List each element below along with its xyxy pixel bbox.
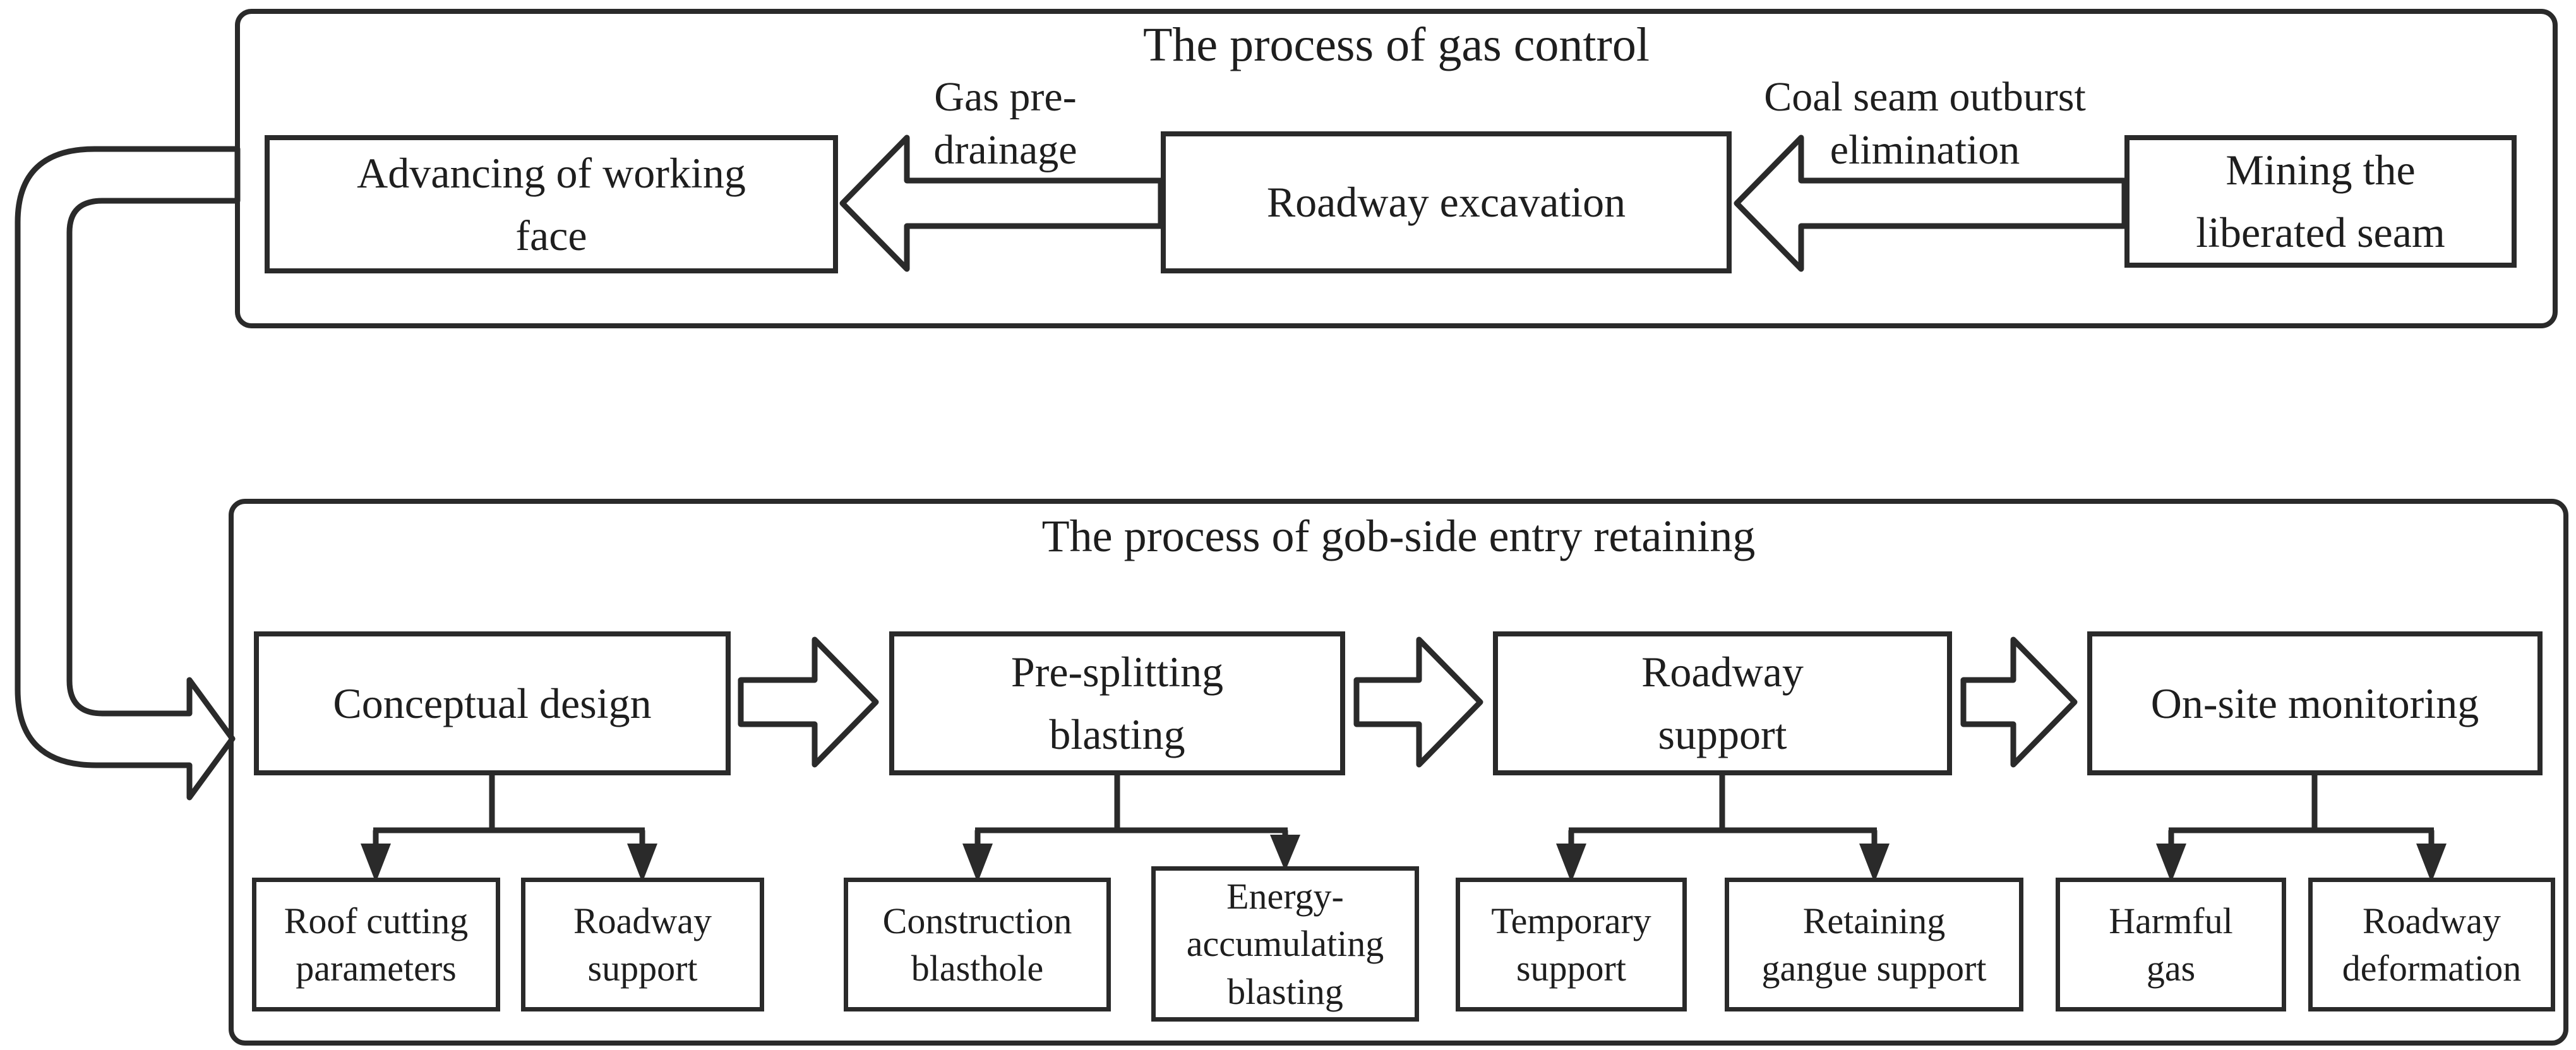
box-onsite-monitoring: On-site monitoring	[2087, 631, 2543, 775]
box-onsite-monitoring-label: On-site monitoring	[2150, 679, 2479, 727]
branch-arrowhead-deformation	[2416, 844, 2447, 883]
branch-lines-roadway-support	[1568, 775, 1878, 847]
box-retaining-gangue-support: Retaining gangue support	[1725, 878, 2023, 1011]
branch-arrowhead-retaining	[1859, 844, 1890, 883]
box-advancing-working-face-label: Advancing of working face	[357, 148, 746, 260]
branch-arrowhead-roof-cutting	[361, 844, 391, 883]
box-energy-accumulating-blasting-label: Energy- accumulating blasting	[1186, 875, 1384, 1012]
box-roadway-support-step-label: Roadway support	[1641, 648, 1804, 758]
branch-lines-presplitting	[974, 775, 1288, 847]
box-presplitting-blasting: Pre-splitting blasting	[889, 631, 1345, 775]
branch-arrowhead-construction	[962, 844, 993, 883]
box-roadway-deformation: Roadway deformation	[2308, 878, 2555, 1011]
box-roof-cutting-parameters: Roof cutting parameters	[252, 878, 500, 1011]
box-conceptual-design: Conceptual design	[254, 631, 731, 775]
branch-arrowhead-temporary	[1556, 844, 1586, 883]
gob-side-section	[229, 499, 2568, 1046]
box-construction-blasthole: Construction blasthole	[844, 878, 1111, 1011]
right-arrow-step2-step3	[1353, 636, 1483, 768]
branch-lines-monitoring	[2168, 775, 2435, 847]
box-roadway-deformation-label: Roadway deformation	[2342, 900, 2522, 989]
label-coal-seam-outburst: Coal seam outburst elimination	[1764, 74, 2086, 174]
box-roadway-support-detail: Roadway support	[521, 878, 764, 1011]
box-roof-cutting-parameters-label: Roof cutting parameters	[284, 900, 469, 989]
box-roadway-excavation-label: Roadway excavation	[1266, 178, 1626, 227]
box-conceptual-design-label: Conceptual design	[333, 679, 652, 727]
branch-lines-conceptual	[373, 775, 645, 847]
right-arrow-step1-step2	[738, 636, 879, 768]
branch-arrowhead-energy	[1270, 835, 1300, 871]
gob-side-title: The process of gob-side entry retaining	[1041, 511, 1756, 561]
gas-control-section	[235, 9, 2558, 328]
box-harmful-gas-label: Harmful gas	[2109, 900, 2233, 989]
box-advancing-working-face: Advancing of working face	[265, 135, 838, 273]
box-temporary-support-label: Temporary support	[1491, 900, 1651, 989]
box-construction-blasthole-label: Construction blasthole	[882, 900, 1072, 989]
box-mining-liberated-seam-label: Mining the liberated seam	[2196, 146, 2445, 256]
box-roadway-support-step: Roadway support	[1493, 631, 1952, 775]
box-energy-accumulating-blasting: Energy- accumulating blasting	[1151, 866, 1419, 1022]
branch-arrowhead-harmful-gas	[2156, 844, 2186, 883]
box-presplitting-blasting-label: Pre-splitting blasting	[1010, 648, 1224, 758]
right-arrow-step3-step4	[1960, 636, 2078, 768]
box-mining-liberated-seam: Mining the liberated seam	[2124, 135, 2517, 268]
box-temporary-support: Temporary support	[1456, 878, 1687, 1011]
box-roadway-excavation: Roadway excavation	[1161, 131, 1732, 273]
section-link-u-arrow	[15, 146, 241, 801]
branch-arrowhead-roadway-support-detail	[627, 844, 657, 883]
gas-control-title: The process of gas control	[1143, 18, 1650, 71]
label-gas-pre-drainage: Gas pre- drainage	[933, 74, 1077, 174]
box-harmful-gas: Harmful gas	[2056, 878, 2286, 1011]
box-roadway-support-detail-label: Roadway support	[573, 900, 712, 989]
box-retaining-gangue-support-label: Retaining gangue support	[1761, 900, 1987, 989]
